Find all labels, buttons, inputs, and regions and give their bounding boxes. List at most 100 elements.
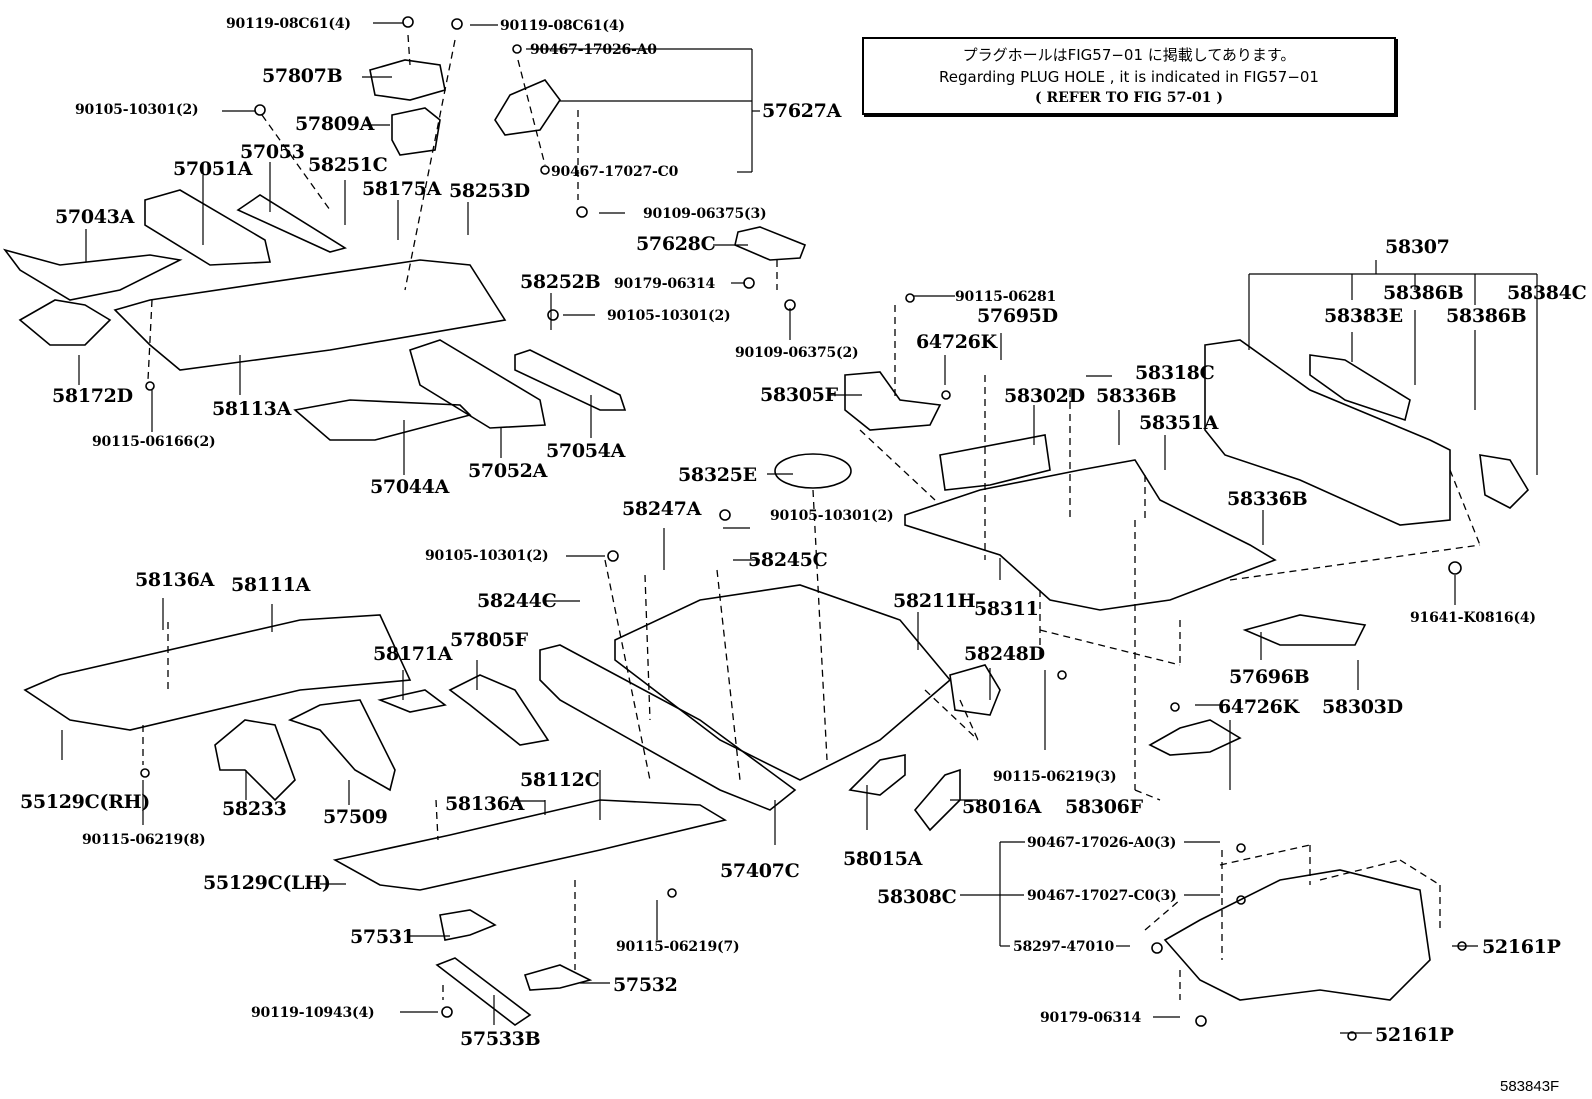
- figure-id: 583843F: [1500, 1078, 1560, 1095]
- part-57509: [287, 699, 396, 792]
- part-label[interactable]: 58386B: [1446, 305, 1527, 327]
- part-label[interactable]: 58172D: [52, 385, 133, 407]
- part-label[interactable]: 58113A: [212, 398, 292, 420]
- part-58325E: [774, 453, 852, 489]
- part-label[interactable]: 52161P: [1482, 936, 1561, 958]
- part-label[interactable]: 90119-10943(4): [251, 1005, 375, 1021]
- part-label[interactable]: 90115-06219(7): [616, 939, 740, 955]
- part-label[interactable]: 57054A: [546, 440, 626, 462]
- part-58015A: [848, 754, 906, 796]
- part-58248D: [949, 664, 1001, 716]
- part-label[interactable]: 58351A: [1139, 412, 1219, 434]
- part-label[interactable]: 57531: [350, 926, 415, 948]
- part-label[interactable]: 90467-17026-A0(3): [1027, 835, 1177, 851]
- part-label[interactable]: 90115-06281: [955, 289, 1057, 305]
- part-label[interactable]: 58245C: [748, 549, 828, 571]
- part-label[interactable]: 57053: [240, 141, 305, 163]
- bolt-icon: [576, 206, 588, 218]
- part-label[interactable]: 58318C: [1135, 362, 1215, 384]
- part-label[interactable]: 90105-10301(2): [607, 308, 731, 324]
- part-label[interactable]: 58253D: [449, 180, 530, 202]
- part-label[interactable]: 90105-10301(2): [425, 548, 549, 564]
- part-label[interactable]: 58016A: [962, 796, 1042, 818]
- part-58311: [904, 459, 1277, 611]
- part-label[interactable]: 90115-06219(3): [993, 769, 1117, 785]
- part-label[interactable]: 57805F: [450, 629, 528, 651]
- part-label[interactable]: 58251C: [308, 154, 388, 176]
- part-label[interactable]: 58252B: [520, 271, 601, 293]
- part-label[interactable]: 58384C: [1507, 282, 1587, 304]
- part-label[interactable]: 57627A: [762, 100, 842, 122]
- part-label[interactable]: 58302D: [1004, 385, 1085, 407]
- part-58112C: [332, 799, 728, 891]
- part-label[interactable]: 58383E: [1324, 305, 1403, 327]
- part-label[interactable]: 58015A: [843, 848, 923, 870]
- part-label[interactable]: 58112C: [520, 769, 600, 791]
- part-label[interactable]: 90467-17027-C0: [551, 164, 679, 180]
- part-label[interactable]: 52161P: [1375, 1024, 1454, 1046]
- part-label[interactable]: 90115-06219(8): [82, 832, 206, 848]
- screw-icon: [905, 293, 915, 303]
- part-label[interactable]: 90109-06375(3): [643, 206, 767, 222]
- part-label[interactable]: 90119-08C61(4): [500, 18, 625, 34]
- part-label[interactable]: 58248D: [964, 643, 1045, 665]
- part-label[interactable]: 58336B: [1227, 488, 1308, 510]
- part-label[interactable]: 90109-06375(2): [735, 345, 859, 361]
- part-58113A: [113, 259, 507, 371]
- part-label[interactable]: 55129C(RH): [20, 791, 150, 813]
- part-outlines: [2, 59, 1530, 1026]
- part-label[interactable]: 58307: [1385, 236, 1450, 258]
- part-label[interactable]: 57052A: [468, 460, 548, 482]
- part-58171A: [377, 689, 447, 713]
- part-label[interactable]: 57407C: [720, 860, 800, 882]
- part-label[interactable]: 91641-K0816(4): [1410, 610, 1536, 626]
- part-label[interactable]: 58233: [222, 798, 287, 820]
- part-label[interactable]: 58171A: [373, 643, 453, 665]
- part-57407C: [539, 644, 797, 811]
- part-label[interactable]: 57509: [323, 806, 388, 828]
- part-label[interactable]: 58303D: [1322, 696, 1403, 718]
- part-label[interactable]: 90119-08C61(4): [226, 16, 351, 32]
- part-label[interactable]: 58136A: [135, 569, 215, 591]
- part-label[interactable]: 57532: [613, 974, 678, 996]
- part-label[interactable]: 58325E: [678, 464, 757, 486]
- part-label[interactable]: 58386B: [1383, 282, 1464, 304]
- nut-icon: [1195, 1015, 1207, 1027]
- part-label[interactable]: 57533B: [460, 1028, 541, 1050]
- part-label[interactable]: 57051A: [173, 158, 253, 180]
- part-label[interactable]: 90179-06314: [1040, 1010, 1142, 1026]
- part-label[interactable]: 90115-06166(2): [92, 434, 216, 450]
- part-label[interactable]: 90467-17026-A0: [530, 42, 657, 58]
- part-label[interactable]: 58306F: [1065, 796, 1143, 818]
- part-label[interactable]: 64726K: [916, 331, 997, 353]
- part-label[interactable]: 58308C: [877, 886, 957, 908]
- part-label[interactable]: 58111A: [231, 574, 311, 596]
- part-57628C: [734, 226, 807, 261]
- part-label[interactable]: 90105-10301(2): [75, 102, 199, 118]
- part-label[interactable]: 90105-10301(2): [770, 508, 894, 524]
- part-label[interactable]: 57809A: [295, 113, 375, 135]
- part-label[interactable]: 90467-17027-C0(3): [1027, 888, 1177, 904]
- pin-icon: [1457, 941, 1467, 951]
- part-label[interactable]: 58297-47010: [1013, 939, 1115, 955]
- part-label[interactable]: 58247A: [622, 498, 702, 520]
- part-label[interactable]: 64726K: [1218, 696, 1299, 718]
- part-label[interactable]: 90179-06314: [614, 276, 716, 292]
- part-label[interactable]: 58244C: [477, 590, 557, 612]
- part-58211H: [614, 584, 952, 781]
- part-label[interactable]: 57696B: [1229, 666, 1310, 688]
- part-label[interactable]: 58136A: [445, 793, 525, 815]
- note-japanese: プラグホールはFIG57−01 に掲載してあります。: [962, 46, 1296, 64]
- nut-icon: [743, 277, 755, 289]
- part-label[interactable]: 57628C: [636, 233, 716, 255]
- part-label[interactable]: 58211H: [893, 590, 976, 612]
- part-label[interactable]: 58336B: [1096, 385, 1177, 407]
- part-label[interactable]: 58305F: [760, 384, 838, 406]
- part-label[interactable]: 55129C(LH): [203, 872, 331, 894]
- part-label[interactable]: 57043A: [55, 206, 135, 228]
- part-label[interactable]: 58175A: [362, 178, 442, 200]
- part-label[interactable]: 57695D: [977, 305, 1058, 327]
- part-label[interactable]: 58311: [974, 598, 1039, 620]
- part-label[interactable]: 57807B: [262, 65, 343, 87]
- part-label[interactable]: 57044A: [370, 476, 450, 498]
